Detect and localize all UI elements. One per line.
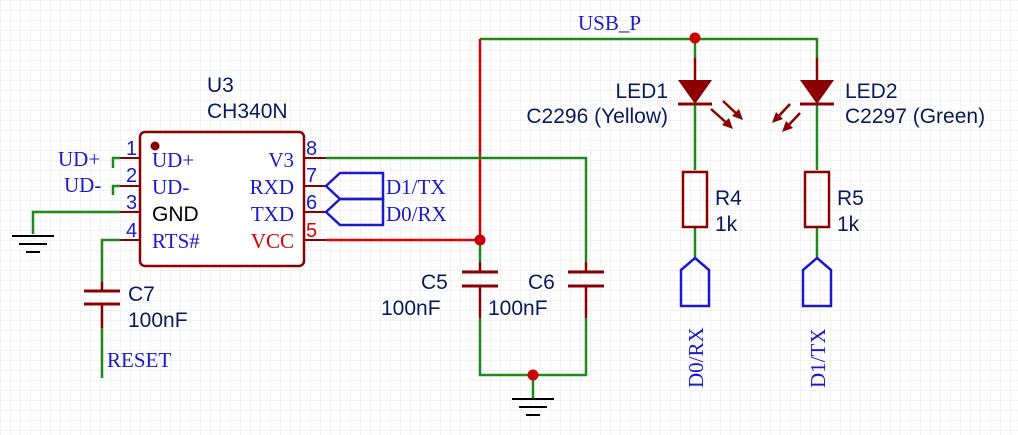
net-port-d0-rx[interactable] [324,197,385,227]
net-port-led1[interactable] [679,256,711,308]
pin-name-gnd: GND [152,203,199,226]
ic-part: CH340N [207,100,288,123]
ic-pin-lines [120,157,326,241]
net-label-d0-rx-port: D0/RX [684,327,708,388]
junction-usb-p [689,32,701,44]
capacitor-c5[interactable] [462,262,498,318]
led2-part: C2297 (Green) [845,105,985,128]
led1[interactable] [678,58,743,129]
net-label-reset: RESET [107,348,171,372]
pin-number-7: 7 [306,165,317,187]
ground-symbol-bottom [512,398,554,416]
pin-name-rxd: RXD [250,175,294,199]
pin-number-6: 6 [306,192,317,214]
pin-name-v3: V3 [268,148,294,172]
pin-number-4: 4 [126,220,137,242]
net-label-d0-rx: D0/RX [386,202,447,226]
led1-designator: LED1 [615,80,668,103]
wire-gnd-pin3[interactable] [31,210,120,234]
net-label-d1-tx-port: D1/TX [806,329,830,389]
wire-ud-plus[interactable] [111,156,120,168]
r4-value: 1k [715,213,738,236]
c6-designator: C6 [528,271,555,294]
wire-v3[interactable] [326,156,588,262]
junction-vcc [474,234,486,246]
net-label-d1-tx: D1/TX [386,175,446,199]
led2[interactable] [772,58,834,132]
led1-part: C2296 (Yellow) [526,105,668,128]
pin-number-1: 1 [126,138,137,160]
ic-u3[interactable]: U3 CH340N 1 2 3 4 8 7 6 5 UD+ UD- GND RT… [120,74,326,268]
junction-ground [527,369,539,381]
pin-name-txd: TXD [251,202,294,226]
r4-designator: R4 [715,187,742,210]
pin-name-rts: RTS# [152,229,200,253]
wire-ud-minus[interactable] [111,184,120,195]
pin1-marker [150,141,160,151]
wire-rts[interactable] [100,238,120,282]
net-port-led2[interactable] [801,256,833,308]
c7-designator: C7 [128,283,155,306]
c6-value: 100nF [488,297,548,320]
pin-number-5: 5 [306,220,317,242]
r5-designator: R5 [837,187,864,210]
capacitor-c7[interactable] [84,282,120,328]
c5-designator: C5 [421,271,448,294]
net-port-d1-tx[interactable] [324,171,385,201]
pin-number-2: 2 [126,165,137,187]
ground-symbol-left [12,235,54,253]
pin-name-ud-minus: UD- [152,175,189,199]
resistor-r4[interactable] [681,170,709,229]
r5-value: 1k [837,213,860,236]
net-ports-serial [324,171,385,227]
pin-name-vcc: VCC [251,229,294,253]
capacitor-c6[interactable] [568,262,604,318]
pin-number-3: 3 [126,192,137,214]
led2-designator: LED2 [845,80,898,103]
wire-usb-p[interactable] [480,37,819,58]
pin-name-ud-plus: UD+ [152,148,194,172]
c7-value: 100nF [128,309,188,332]
c5-value: 100nF [381,297,441,320]
net-label-usb-p: USB_P [578,11,641,35]
ic-designator: U3 [207,74,234,97]
pin-number-8: 8 [306,138,317,160]
resistor-r5[interactable] [803,170,831,229]
wires [31,37,819,398]
ic-body [138,130,306,268]
net-label-ud-plus: UD+ [58,147,100,171]
net-label-ud-minus: UD- [64,173,101,197]
